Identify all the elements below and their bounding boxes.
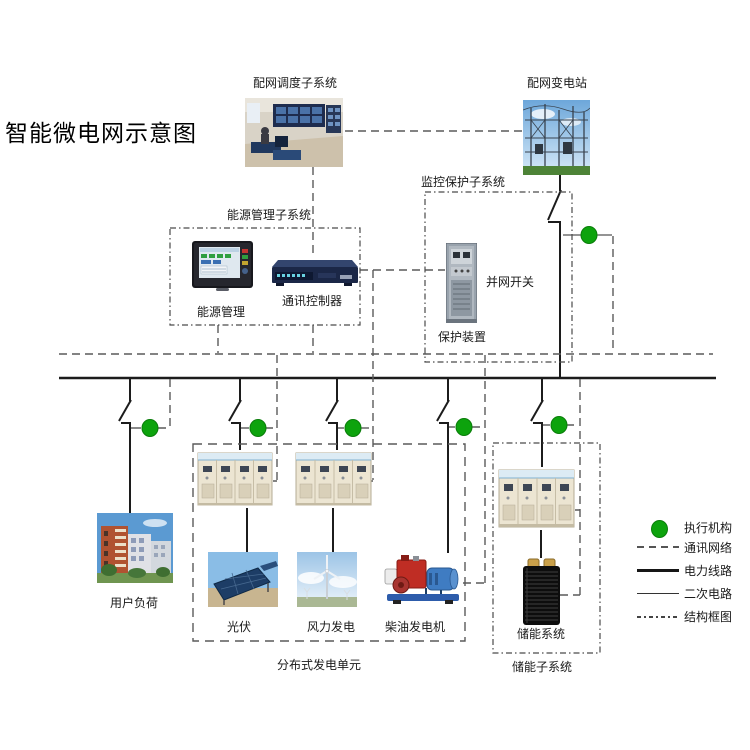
dispatch-label: 配网调度子系统 bbox=[253, 76, 338, 90]
comm-controller-label: 通讯控制器 bbox=[282, 294, 343, 308]
pv-switchgear-photo bbox=[197, 450, 273, 508]
comm-network-lines bbox=[59, 130, 713, 642]
storage-box-label: 储能子系统 bbox=[512, 660, 573, 674]
diesel-branch-breaker bbox=[436, 379, 450, 553]
legend-actuator-dot-icon bbox=[651, 520, 668, 538]
diesel-label: 柴油发电机 bbox=[385, 620, 446, 634]
user-load-branch-breaker bbox=[118, 379, 132, 513]
pv-label: 光伏 bbox=[227, 620, 252, 634]
legend-dashed-line-icon bbox=[637, 546, 679, 548]
wind-branch-breaker bbox=[325, 379, 339, 450]
page-title: 智能微电网示意图 bbox=[5, 121, 197, 146]
dg-box-label: 分布式发电单元 bbox=[277, 658, 362, 672]
legend-actuator-label: 执行机构 bbox=[684, 521, 733, 535]
actuator-dot bbox=[344, 419, 362, 437]
protection-device-label: 保护装置 bbox=[438, 330, 487, 344]
actuator-dot bbox=[580, 226, 598, 244]
actuator-dot bbox=[455, 418, 473, 436]
user-load-label: 用户负荷 bbox=[110, 596, 159, 610]
legend-frame-label: 结构框图 bbox=[684, 610, 733, 624]
battery-stack-photo bbox=[523, 558, 560, 627]
diesel-generator-photo bbox=[383, 553, 463, 605]
energy-box-label: 能源管理子系统 bbox=[227, 208, 312, 222]
substation-photo bbox=[523, 100, 590, 175]
pv-branch-breaker bbox=[228, 379, 242, 450]
distributed-generation-frame bbox=[192, 443, 466, 642]
pv-panels-photo bbox=[208, 552, 278, 607]
comm-controller-photo bbox=[270, 256, 358, 289]
legend-dashdot-line-icon bbox=[637, 616, 679, 618]
actuator-dot bbox=[249, 419, 267, 437]
substation-feeder-breaker bbox=[547, 175, 562, 377]
wind-switchgear-photo bbox=[295, 450, 372, 508]
actuator-dot bbox=[141, 419, 159, 437]
legend-thin-line-icon bbox=[637, 593, 679, 594]
user-load-photo bbox=[97, 513, 173, 583]
wind-farm-photo bbox=[297, 552, 357, 607]
grid-switch-label: 并网开关 bbox=[486, 275, 535, 289]
protection-box-label: 监控保护子系统 bbox=[421, 175, 506, 189]
power-lines bbox=[59, 175, 716, 558]
storage-subsystem-frame bbox=[492, 442, 601, 654]
monitor-protection-frame bbox=[424, 191, 573, 363]
actuator-dot bbox=[550, 416, 568, 434]
legend-secondary-label: 二次电路 bbox=[684, 587, 733, 601]
structure-frames bbox=[169, 191, 601, 654]
legend-comm-label: 通讯网络 bbox=[684, 541, 733, 555]
storage-system-label: 储能系统 bbox=[517, 627, 566, 641]
energy-mgmt-label: 能源管理 bbox=[197, 305, 246, 319]
storage-switchgear-photo bbox=[498, 467, 575, 530]
protection-device-photo bbox=[446, 243, 477, 323]
legend-thick-line-icon bbox=[637, 569, 679, 572]
energy-management-frame bbox=[169, 227, 361, 326]
wind-label: 风力发电 bbox=[307, 620, 356, 634]
energy-management-hmi-photo bbox=[192, 241, 253, 293]
storage-branch-breaker bbox=[530, 379, 544, 467]
substation-label: 配网变电站 bbox=[527, 76, 588, 90]
actuator-dots bbox=[141, 226, 598, 437]
dispatch-control-room-photo bbox=[245, 98, 343, 167]
legend-power-label: 电力线路 bbox=[684, 564, 733, 578]
